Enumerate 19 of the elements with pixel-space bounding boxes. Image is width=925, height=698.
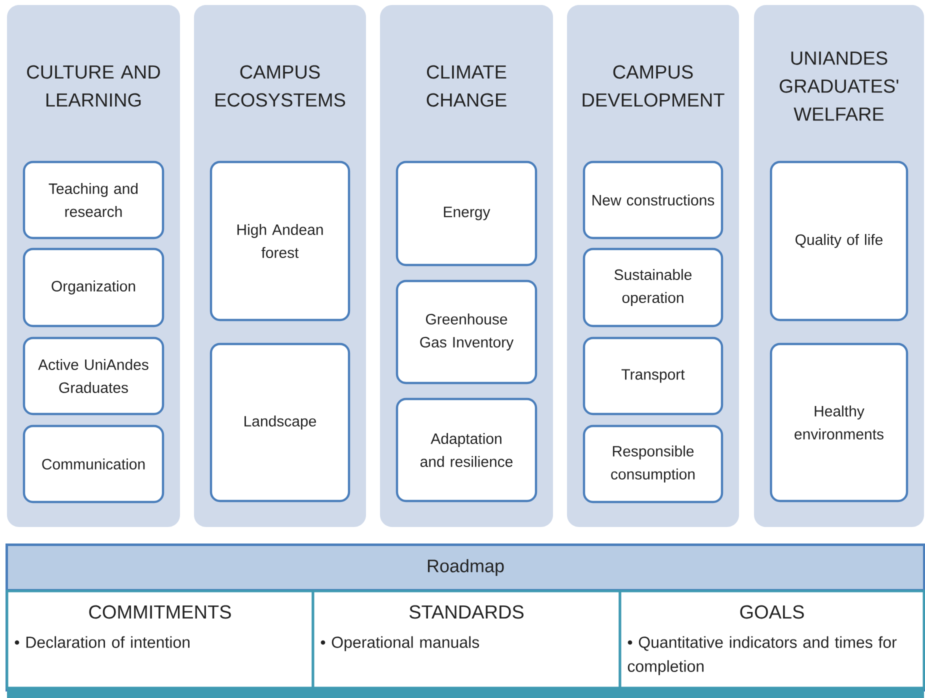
topic-box: Transport bbox=[582, 336, 724, 416]
topic-box: Communication bbox=[22, 424, 164, 504]
topic-box: Energy bbox=[396, 160, 538, 266]
topic-box: Greenhouse Gas Inventory bbox=[396, 280, 538, 384]
topic-box: Sustainable operation bbox=[582, 248, 724, 328]
topic-box: New constructions bbox=[582, 160, 724, 240]
topic-box: Landscape bbox=[210, 342, 350, 502]
roadmap-cell: COMMITMENTS • Declaration of intention bbox=[6, 590, 314, 690]
topic-box: Adaptation and resilience bbox=[396, 398, 538, 502]
topic-box: Quality of life bbox=[770, 160, 908, 322]
topic-box: Responsible consumption bbox=[582, 424, 724, 504]
topic-box: Teaching and research bbox=[22, 160, 164, 240]
topic-box: Active UniAndes Graduates bbox=[22, 336, 164, 416]
roadmap-cell: STANDARDS • Operational manuals bbox=[312, 590, 622, 690]
topic-box: Organization bbox=[22, 248, 164, 328]
topic-box: High Andean forest bbox=[210, 160, 350, 322]
topic-box: Healthy environments bbox=[770, 342, 908, 502]
roadmap-band: Roadmap bbox=[6, 544, 925, 591]
roadmap-cell: GOALS • Quantitative indicators and times for completion bbox=[618, 590, 925, 690]
